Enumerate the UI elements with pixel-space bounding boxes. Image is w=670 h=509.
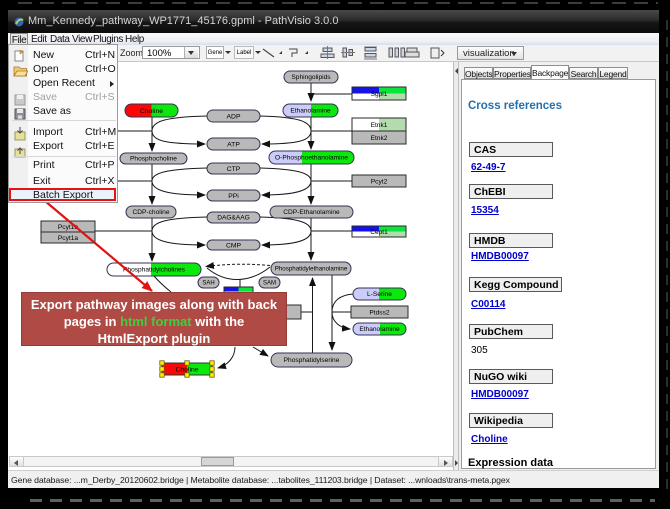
svg-text:Ethanolamine: Ethanolamine <box>290 108 331 115</box>
svg-text:ADP: ADP <box>227 113 241 120</box>
svg-text:CDP-choline: CDP-choline <box>132 209 169 216</box>
svg-text:O-Phosphoethanolamine: O-Phosphoethanolamine <box>275 155 348 162</box>
svg-text:ATP: ATP <box>227 141 240 148</box>
svg-text:SAH: SAH <box>202 281 214 287</box>
svg-text:Pcyt1b: Pcyt1b <box>58 224 78 231</box>
svg-text:Pcyt2: Pcyt2 <box>371 178 388 185</box>
svg-text:Phosphatidylcholines: Phosphatidylcholines <box>123 267 186 274</box>
svg-text:Phosphatidylethanolamine: Phosphatidylethanolamine <box>275 266 348 273</box>
svg-text:Ethanolamine: Ethanolamine <box>359 326 400 333</box>
svg-text:Etnk1: Etnk1 <box>371 122 388 129</box>
svg-text:Choline: Choline <box>140 108 163 115</box>
svg-text:DAG&AAG: DAG&AAG <box>217 215 250 222</box>
svg-text:PPi: PPi <box>228 193 239 200</box>
svg-text:Ptdss2: Ptdss2 <box>369 309 389 316</box>
svg-text:CTP: CTP <box>227 166 241 173</box>
svg-text:Cept1: Cept1 <box>370 229 388 236</box>
svg-text:Phosphocholine: Phosphocholine <box>130 156 177 163</box>
svg-text:Phosphatidylserine: Phosphatidylserine <box>284 357 340 364</box>
svg-text:CMP: CMP <box>226 242 242 249</box>
svg-text:Etnk2: Etnk2 <box>371 135 388 142</box>
svg-text:CDP-Ethanolamine: CDP-Ethanolamine <box>283 209 340 216</box>
svg-text:Pcyt1a: Pcyt1a <box>58 235 78 242</box>
svg-text:Choline: Choline <box>175 366 198 373</box>
svg-text:SAM: SAM <box>263 281 276 287</box>
svg-text:L-Serine: L-Serine <box>367 291 392 298</box>
svg-text:Sgpl1: Sgpl1 <box>371 91 388 98</box>
svg-text:Sphingolipids: Sphingolipids <box>291 74 331 81</box>
